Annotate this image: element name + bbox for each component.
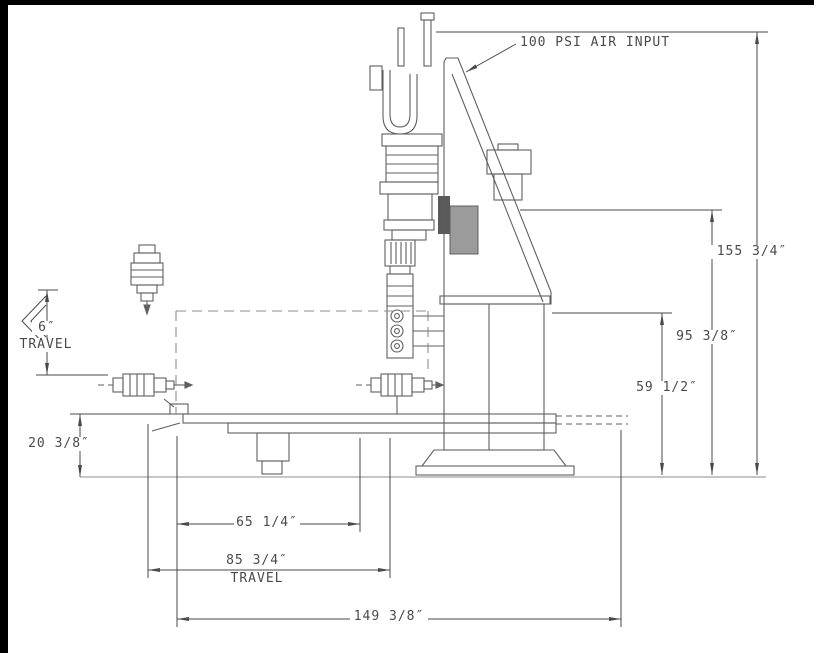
dim-overall-width: 149 3/8″ [350,610,428,624]
motor-mount [486,143,532,201]
dim-mid-height: 59 1/2″ [628,381,706,395]
dim-overall-height: 155 3/4″ [710,245,794,259]
spindle-stack [384,239,444,359]
page-edge-top [0,0,814,5]
table [151,398,628,475]
dim-horizontal-travel-label: TRAVEL [230,571,284,586]
dim-horizontal-travel-value: 85 3/4″ [226,553,288,568]
aux-spindle-raised [130,244,164,316]
dim-table-length: 65 1/4″ [234,516,300,530]
aux-spindle-center [356,373,445,414]
machine-head-assembly [369,12,443,241]
dim-table-height: 20 3/8″ [20,437,98,451]
column [415,295,575,476]
belt-cover [443,57,552,305]
dim-upper-height: 95 3/8″ [666,330,748,344]
travel-phantom-outline [175,310,429,414]
head-detail-gray [449,205,479,255]
dim-vertical-travel-value: 6″ [32,321,62,335]
air-input-callout: 100 PSI AIR INPUT [520,35,671,50]
aux-spindle-lowered [98,373,194,397]
page-edge-left [0,0,8,653]
air-input-leader [465,43,517,73]
dim-vertical-travel-label: TRAVEL [8,338,84,352]
